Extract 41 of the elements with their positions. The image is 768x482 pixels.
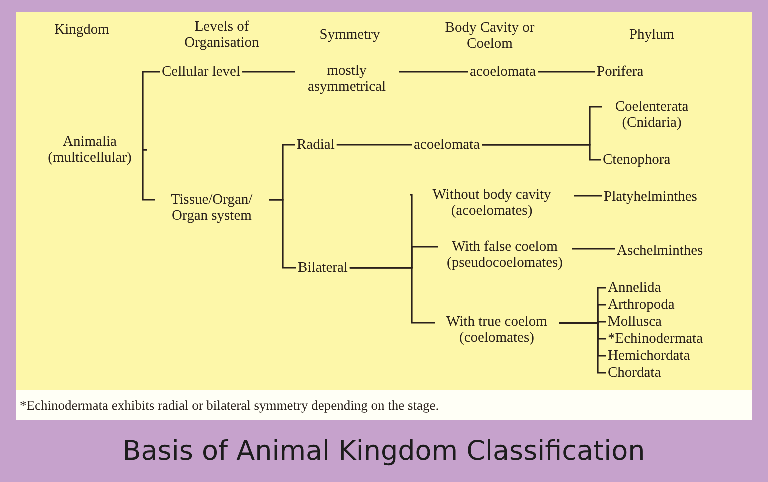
- connector-line: [142, 149, 155, 201]
- taxon-label: acoelomata: [414, 137, 480, 153]
- taxon-label: Without body cavity (acoelomates): [412, 187, 572, 219]
- footnote: *Echinodermata exhibits radial or bilateral symmetry depending on the stage.: [20, 398, 440, 414]
- taxon-label: With false coelom (pseudocoelomates): [440, 239, 570, 271]
- connector-line: [574, 195, 602, 197]
- taxon-label: Ctenophora: [603, 152, 671, 168]
- connector-line: [242, 71, 295, 73]
- connector-line: [399, 71, 468, 73]
- connector-line: [572, 248, 615, 250]
- taxon-label: Tissue/Organ/ Organ system: [157, 192, 267, 224]
- taxon-label: Porifera: [597, 64, 644, 80]
- taxon-label: Coelenterata (Cnidaria): [604, 99, 700, 131]
- title: Basis of Animal Kingdom Classification: [122, 436, 646, 467]
- connector-line: [142, 71, 160, 151]
- taxon-label: Platyhelminthes: [604, 189, 698, 205]
- connector-line: [269, 199, 296, 269]
- connector-line: [350, 267, 435, 324]
- connector-line: [559, 322, 606, 374]
- column-heading: Levels of Organisation: [184, 19, 260, 51]
- taxon-label: Aschelminthes: [617, 243, 704, 259]
- column-heading: Body Cavity or Coelom: [444, 20, 536, 52]
- connector-line: [336, 144, 412, 146]
- taxon-label: With true coelom (coelomates): [437, 314, 557, 346]
- taxon-label: Arthropoda: [608, 297, 675, 313]
- taxon-label: Bilateral: [298, 260, 348, 276]
- column-heading: Symmetry: [320, 27, 380, 43]
- taxon-label: mostly asymmetrical: [297, 63, 397, 95]
- connector-line: [482, 144, 601, 161]
- column-heading: Phylum: [629, 27, 675, 43]
- taxon-label: acoelomata: [470, 64, 536, 80]
- taxon-label: Hemichordata: [608, 348, 690, 364]
- taxon-label: Annelida: [608, 280, 662, 296]
- connector-line: [538, 71, 595, 73]
- taxon-label: Radial: [297, 137, 335, 153]
- taxon-label: Cellular level: [162, 64, 241, 80]
- taxon-label: Mollusca: [608, 314, 662, 330]
- taxon-label: Chordata: [608, 365, 662, 381]
- column-heading: Kingdom: [54, 22, 110, 38]
- taxon-label: Animalia (multicellular): [35, 134, 145, 166]
- taxon-label: *Echinodermata: [608, 331, 704, 347]
